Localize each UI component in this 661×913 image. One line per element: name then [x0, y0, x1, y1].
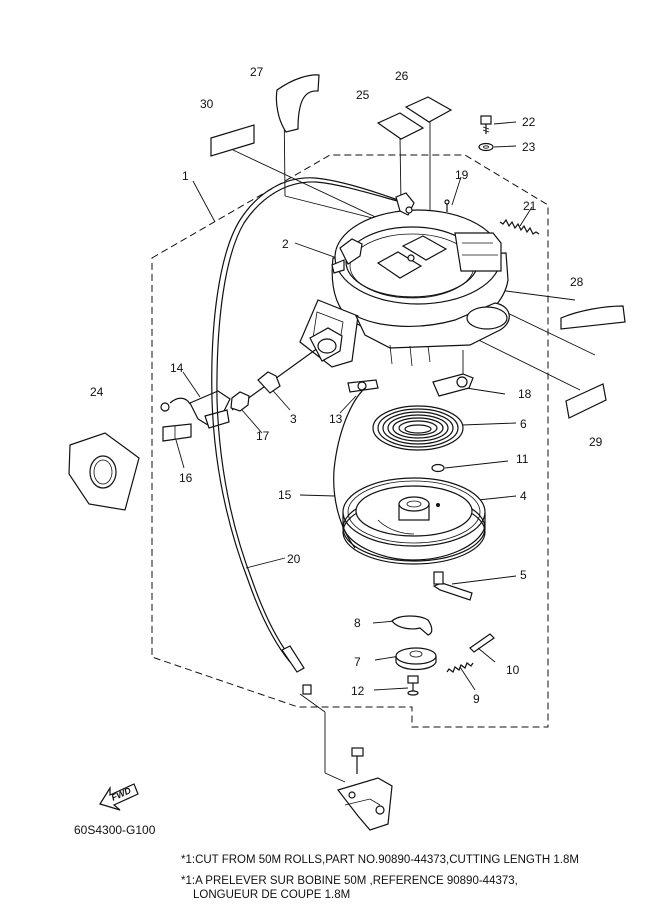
part-4-sheave-drum [342, 477, 486, 565]
part-5-pawl [432, 571, 473, 601]
part-16-clip [162, 423, 192, 442]
fwd-arrow-icon: FWD [99, 783, 139, 811]
part-number-11: 11 [516, 452, 529, 466]
lower-bracket [299, 693, 393, 831]
part-number-9: 9 [473, 692, 480, 706]
part-22-bolt [480, 115, 492, 134]
part-number-22: 22 [522, 115, 536, 129]
part-number-4: 4 [520, 489, 527, 503]
part-number-20: 20 [287, 552, 301, 566]
part-number-13: 13 [329, 412, 343, 426]
part-number-24: 24 [90, 385, 104, 399]
part-25-label [376, 112, 425, 140]
part-number-1: 1 [182, 169, 189, 183]
part-17-nut [230, 391, 250, 412]
part-21-spring [499, 218, 540, 235]
part-13-grommet [347, 379, 379, 393]
part-26-label [404, 96, 453, 123]
part-number-14: 14 [170, 361, 184, 375]
part-number-12: 12 [351, 684, 365, 698]
part-number-17: 17 [256, 429, 270, 443]
part-9-spring [446, 662, 474, 673]
part-number-29: 29 [589, 435, 603, 449]
part-number-19: 19 [455, 168, 469, 182]
part-number-15: 15 [278, 488, 292, 502]
part-number-6: 6 [520, 417, 527, 431]
part-number-16: 16 [179, 471, 193, 485]
footnote-cut-length-english: *1:CUT FROM 50M ROLLS,PART NO.90890-4437… [181, 854, 579, 866]
part-27-sticker [275, 74, 320, 133]
part-number-8: 8 [354, 616, 361, 630]
part-number-26: 26 [395, 69, 409, 83]
part-number-18: 18 [518, 387, 532, 401]
part-18-lever [432, 373, 474, 397]
assembly-boundary [151, 154, 549, 728]
part-number-10: 10 [506, 663, 520, 677]
part-20-lock-cable [211, 177, 415, 695]
part-3-cable-adjuster [231, 327, 343, 411]
part-7-drive-plate [395, 647, 437, 671]
part-number-25: 25 [356, 88, 370, 102]
part-number-21: 21 [523, 199, 537, 213]
part-28-sticker [560, 305, 626, 330]
part-23-washer [478, 142, 494, 152]
part-number-5: 5 [520, 568, 527, 582]
drawing-code: 60S4300-G100 [74, 823, 156, 837]
part-number-27: 27 [250, 65, 264, 79]
part-11-clip [431, 463, 445, 473]
part-number-2: 2 [282, 237, 289, 251]
part-8-plate [391, 615, 433, 636]
part-number-23: 23 [522, 140, 536, 154]
part-29-label [565, 383, 607, 419]
part-24-cover [68, 432, 140, 511]
part-14-bracket [160, 390, 231, 429]
footnote-cut-length-french-line1: *1:A PRELEVER SUR BOBINE 50M ,REFERENCE … [181, 875, 518, 887]
part-2-recoil-housing [299, 209, 510, 368]
footnote-cut-length-french-line2: LONGUEUR DE COUPE 1.8M [193, 889, 351, 901]
part-number-30: 30 [200, 97, 214, 111]
part-number-labels: 1 2 3 4 5 6 7 8 9 10 11 12 13 14 15 16 1… [90, 65, 603, 706]
part-number-3: 3 [290, 412, 297, 426]
part-12-bolt [407, 675, 419, 696]
part-number-7: 7 [354, 655, 361, 669]
part-19-pin [444, 199, 450, 212]
part-30-label [210, 124, 255, 157]
part-15-starter-rope [333, 387, 366, 549]
part-6-spiral-spring [372, 405, 464, 451]
part-number-28: 28 [570, 275, 584, 289]
part-10-spring [469, 633, 495, 653]
